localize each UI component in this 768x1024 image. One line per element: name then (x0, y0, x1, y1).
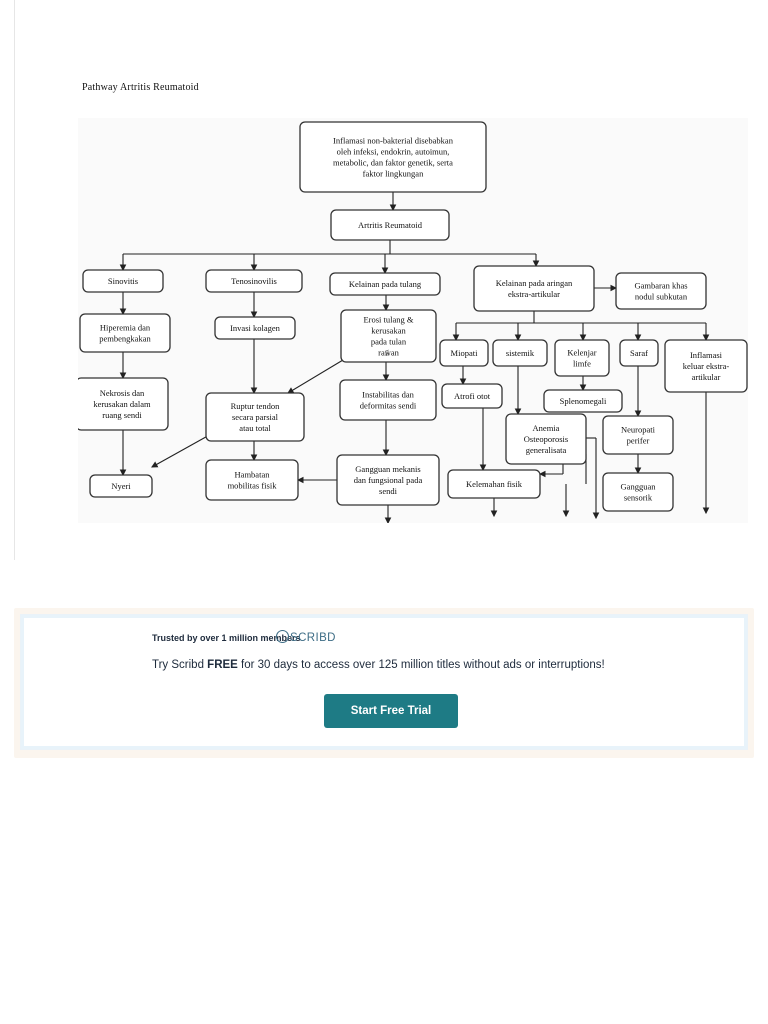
node-label-line: keluar ekstra- (683, 361, 730, 371)
node-label-line: secara parsial (232, 412, 279, 422)
node-label-line: atau total (239, 423, 271, 433)
node-label-line: metabolic, dan faktor genetik, serta (333, 158, 453, 168)
connector-arrow (287, 359, 344, 394)
node-label-line: kerusakan (371, 326, 406, 336)
node-splenomegali: Splenomegali (543, 389, 623, 413)
scribd-logo: SCRIBD (276, 630, 336, 644)
node-label-line: Gangguan mekanis (355, 464, 420, 474)
node-label-line: nodul subkutan (635, 292, 688, 302)
node-label-line: perifer (627, 436, 650, 446)
node-label-line: Atrofi otot (454, 391, 491, 401)
node-label-line: Kelainan pada aringan (496, 278, 573, 288)
node-label-line: Instabilitas dan (362, 390, 414, 400)
node-label-line: Kelainan pada tulang (349, 279, 422, 289)
node-label-line: rawan (378, 348, 400, 358)
node-label-line: limfe (573, 359, 591, 369)
node-label-line: Gambaran khas (634, 281, 687, 291)
node-label-line: Inflamasi non-bakterial disebabkan (333, 136, 454, 146)
node-atrofi: Atrofi otot (441, 383, 503, 409)
scribd-promo-banner: Trusted by over 1 million members SCRIBD… (14, 608, 754, 758)
node-nyeri: Nyeri (89, 474, 153, 498)
node-label-line: Artritis Reumatoid (358, 220, 423, 230)
node-miopati: Miopati (439, 339, 489, 367)
node-tenosinovilis: Tenosinovilis (205, 269, 303, 293)
node-label-line: Nyeri (111, 481, 131, 491)
node-invasi: Invasi kolagen (214, 316, 296, 340)
node-label-line: deformitas sendi (360, 401, 417, 411)
node-sistemik: sistemik (492, 339, 548, 367)
node-saraf: Saraf (619, 339, 659, 367)
node-label-line: mobilitas fisik (228, 481, 278, 491)
node-label-line: Tenosinovilis (231, 276, 277, 286)
node-label-line: pembengkakan (99, 334, 151, 344)
node-label-line: Erosi tulang & (363, 315, 413, 325)
node-label-line: dan fungsional pada (354, 475, 423, 485)
node-ar: Artritis Reumatoid (330, 209, 450, 241)
node-label-line: pada tulan (371, 337, 407, 347)
node-sinovitis: Sinovitis (82, 269, 164, 293)
node-label-line: Invasi kolagen (230, 323, 281, 333)
node-kelemahan: Kelemahan fisik (447, 469, 541, 499)
node-label-line: Inflamasi (690, 350, 723, 360)
scribd-brand-text: SCRIBD (290, 632, 336, 644)
node-label-line: Splenomegali (560, 396, 607, 406)
node-label-line: Osteoporosis (524, 434, 568, 444)
node-label-line: faktor lingkungan (363, 169, 424, 179)
node-label-line: Nekrosis dan (100, 388, 145, 398)
node-label-line: Miopati (451, 348, 479, 358)
node-label-line: sensorik (624, 493, 653, 503)
node-label-line: Kelenjar (567, 348, 596, 358)
scribd-logo-icon (276, 630, 289, 643)
node-label-line: generalisata (526, 445, 567, 455)
node-label-line: sistemik (506, 348, 535, 358)
node-label-line: artikular (692, 372, 721, 382)
page-left-rule (14, 0, 15, 560)
promo-card: Trusted by over 1 million members SCRIBD… (20, 614, 748, 750)
node-label-line: Anemia (533, 423, 560, 433)
node-label-line: Hiperemia dan (100, 323, 151, 333)
node-label-line: Kelemahan fisik (466, 479, 523, 489)
connector-arrow (151, 432, 214, 468)
promo-tagline: Try Scribd FREE for 30 days to access ov… (152, 659, 605, 671)
tagline-prefix: Try Scribd (152, 659, 208, 671)
tagline-suffix: for 30 days to access over 125 million t… (237, 659, 605, 671)
node-label-line: kerusakan dalam (93, 399, 151, 409)
node-label-line: Neuropati (621, 425, 656, 435)
node-label-line: oleh infeksi, endokrin, autoimun, (337, 147, 450, 157)
stray-glyph: g (385, 347, 389, 356)
document-title: Pathway Artritis Reumatoid (82, 82, 199, 93)
node-label-line: Saraf (630, 348, 648, 358)
node-label-line: sendi (379, 486, 398, 496)
node-label-line: Hambatan (235, 470, 271, 480)
node-label-line: Ruptur tendon (231, 401, 281, 411)
start-free-trial-button[interactable]: Start Free Trial (324, 694, 458, 728)
tagline-free: FREE (207, 659, 238, 671)
node-label-line: Gangguan (621, 482, 657, 492)
node-label-line: ruang sendi (102, 410, 142, 420)
node-label-line: Sinovitis (108, 276, 138, 286)
node-tulang: Kelainan pada tulang (329, 272, 441, 296)
node-label-line: ekstra-artikular (508, 289, 560, 299)
trusted-text: Trusted by over 1 million members (152, 633, 301, 643)
